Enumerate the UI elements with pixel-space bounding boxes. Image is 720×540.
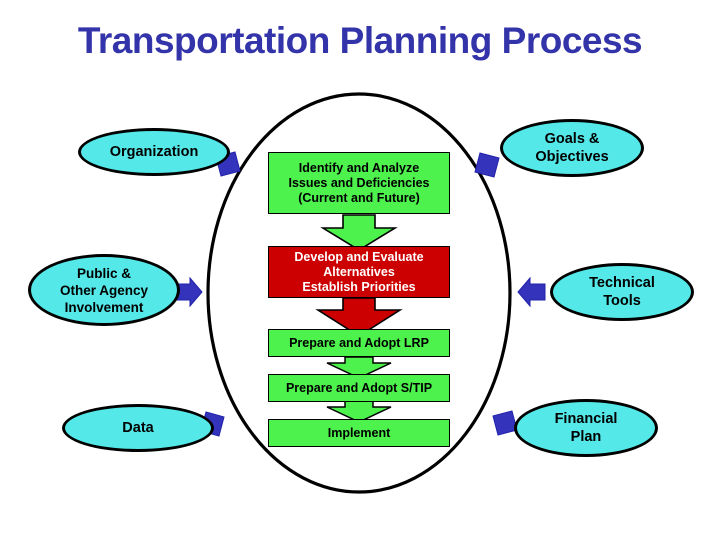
oval-goals-objectives[interactable]: Goals & Objectives [500,119,644,177]
process-box-develop[interactable]: Develop and Evaluate Alternatives Establ… [268,246,450,298]
process-box-prepare-adopt-stip[interactable]: Prepare and Adopt S/TIP [268,374,450,402]
process-box-implement[interactable]: Implement [268,419,450,447]
connector-arrow-goals-objectives [474,152,500,178]
oval-public-other-agency-involvement[interactable]: Public & Other Agency Involvement [28,254,180,326]
process-box-identify[interactable]: Identify and Analyze Issues and Deficien… [268,152,450,214]
flow-arrow-develop-to-lrp [315,297,403,337]
process-box-prepare-adopt-lrp[interactable]: Prepare and Adopt LRP [268,329,450,357]
connector-arrow-public-involvement [174,276,203,308]
oval-technical-tools[interactable]: Technical Tools [550,263,694,321]
oval-organization[interactable]: Organization [78,128,230,176]
connector-arrow-financial-plan [492,410,518,436]
process-boundary-ellipse [206,92,512,494]
oval-financial-plan[interactable]: Financial Plan [514,399,658,457]
page-title: Transportation Planning Process [77,20,643,61]
flow-arrow-stip-to-implement [326,400,392,423]
connector-arrow-technical-tools [517,276,546,308]
flow-arrow-identify-to-develop [320,214,398,251]
flow-arrow-lrp-to-stip [326,356,392,379]
oval-data[interactable]: Data [62,404,214,452]
